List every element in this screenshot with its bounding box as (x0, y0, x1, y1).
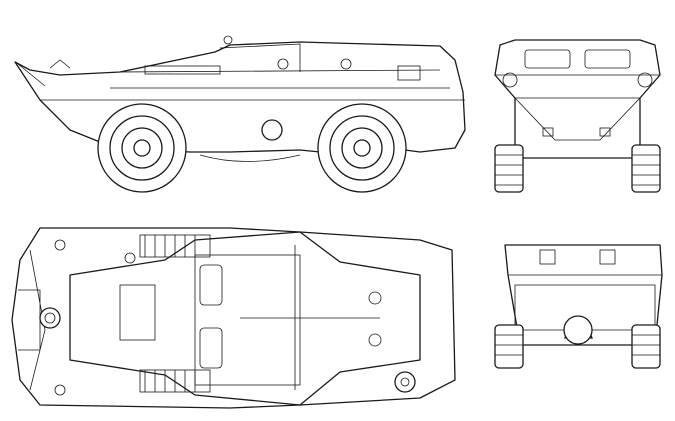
front-view (494, 39, 661, 193)
rear-view (494, 244, 663, 369)
side-rear-wheel (317, 103, 407, 193)
front-left-wheel (494, 144, 524, 193)
side-view (14, 35, 466, 193)
rear-right-wheel (631, 324, 661, 369)
top-view (11, 227, 456, 409)
front-right-wheel (631, 144, 661, 193)
rear-left-wheel (494, 324, 524, 369)
side-front-wheel (97, 103, 187, 193)
